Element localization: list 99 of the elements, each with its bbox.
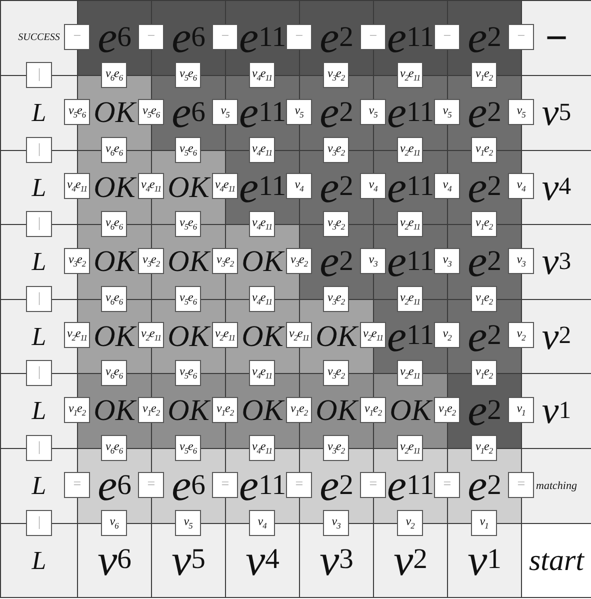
value-box: v$_{1}$e$_{2}$ — [360, 397, 386, 423]
value-box: = — [434, 472, 460, 498]
value-box: v$_{5}$e$_{6}$ — [175, 360, 201, 386]
value-box: | — [26, 360, 52, 386]
value-box: v$_{2}$e$_{11}$ — [212, 322, 238, 348]
value-box: − — [434, 24, 460, 50]
value-box: − — [508, 24, 534, 50]
value-box: v$_{2}$ — [434, 322, 460, 348]
value-box: v$_{3}$e$_{2}$ — [64, 248, 90, 274]
value-box: v$_{2}$e$_{11}$ — [397, 286, 423, 312]
value-box: v$_{1}$e$_{2}$ — [138, 397, 164, 423]
value-box: v$_{1}$e$_{2}$ — [286, 397, 312, 423]
value-box: v$_{1}$e$_{2}$ — [471, 62, 497, 88]
value-box: v$_{2}$e$_{11}$ — [360, 322, 386, 348]
value-box: | — [26, 510, 52, 536]
value-box: v$_{3}$e$_{2}$ — [323, 211, 349, 237]
value-box: − — [286, 24, 312, 50]
value-box: v$_{5}$ — [360, 99, 386, 125]
value-box: v$_{3}$e$_{2}$ — [323, 286, 349, 312]
value-box: v$_{4}$e$_{11}$ — [249, 211, 275, 237]
value-box: | — [26, 62, 52, 88]
value-box: v$_{2}$e$_{11}$ — [286, 322, 312, 348]
value-box: v$_{3}$e$_{2}$ — [138, 248, 164, 274]
value-box: v$_{2}$e$_{11}$ — [64, 322, 90, 348]
value-box: v$_{3}$ — [434, 248, 460, 274]
value-box: v$_{1}$ — [471, 510, 497, 536]
value-box: v$_{2}$ — [397, 510, 423, 536]
value-box: v$_{2}$e$_{11}$ — [397, 211, 423, 237]
value-box: − — [64, 24, 90, 50]
value-box: v$_{5}$e$_{6}$ — [175, 286, 201, 312]
value-box: | — [26, 286, 52, 312]
value-box: = — [64, 472, 90, 498]
value-box: v$_{4}$e$_{11}$ — [138, 173, 164, 199]
value-box: v$_{1}$e$_{2}$ — [212, 397, 238, 423]
value-box: v$_{4}$e$_{11}$ — [249, 360, 275, 386]
value-box: v$_{4}$e$_{11}$ — [249, 137, 275, 163]
row-label: L — [0, 523, 78, 598]
value-box: v$_{1}$e$_{2}$ — [471, 360, 497, 386]
value-box: v$_{4}$ — [249, 510, 275, 536]
value-box: = — [508, 472, 534, 498]
value-box: v$_{3}$e$_{2}$ — [286, 248, 312, 274]
value-box: v$_{4}$ — [434, 173, 460, 199]
value-box: − — [212, 24, 238, 50]
value-box: − — [138, 24, 164, 50]
value-box: v$_{6}$e$_{6}$ — [101, 137, 127, 163]
value-box: | — [26, 137, 52, 163]
value-box: v$_{6}$e$_{6}$ — [101, 360, 127, 386]
value-box: v$_{6}$e$_{6}$ — [101, 62, 127, 88]
value-box: v$_{3}$ — [323, 510, 349, 536]
value-box: v$_{5}$ — [286, 99, 312, 125]
value-box: v$_{2}$e$_{11}$ — [397, 137, 423, 163]
value-box: v$_{4}$e$_{11}$ — [64, 173, 90, 199]
value-box: | — [26, 211, 52, 237]
value-box: v$_{5}$ — [175, 510, 201, 536]
value-box: v$_{2}$e$_{11}$ — [397, 360, 423, 386]
value-box: v$_{5}$e$_{6}$ — [175, 137, 201, 163]
value-box: v$_{3}$ — [508, 248, 534, 274]
value-box: v$_{3}$e$_{2}$ — [323, 360, 349, 386]
value-box: = — [138, 472, 164, 498]
value-box: v$_{5}$e$_{6}$ — [138, 99, 164, 125]
value-box: v$_{5}$ — [508, 99, 534, 125]
value-box: v$_{1}$e$_{2}$ — [471, 286, 497, 312]
value-box: v$_{5}$e$_{6}$ — [175, 211, 201, 237]
value-box: v$_{1}$e$_{2}$ — [471, 211, 497, 237]
value-box: v$_{5}$e$_{6}$ — [64, 99, 90, 125]
value-box: v$_{4}$ — [360, 173, 386, 199]
value-box: v$_{2}$e$_{11}$ — [138, 322, 164, 348]
value-box: | — [26, 435, 52, 461]
value-box: v$_{1}$e$_{2}$ — [471, 435, 497, 461]
value-box: v$_{4}$ — [508, 173, 534, 199]
value-box: v$_{1}$ — [508, 397, 534, 423]
value-box: v$_{3}$e$_{2}$ — [323, 137, 349, 163]
value-box: v$_{4}$e$_{11}$ — [249, 435, 275, 461]
value-box: v$_{2}$ — [508, 322, 534, 348]
value-box: v$_{6}$e$_{6}$ — [101, 211, 127, 237]
value-box: v$_{3}$ — [360, 248, 386, 274]
value-box: v$_{3}$e$_{2}$ — [323, 435, 349, 461]
value-box: v$_{4}$e$_{11}$ — [212, 173, 238, 199]
value-box: v$_{5}$ — [434, 99, 460, 125]
value-box: v$_{4}$e$_{11}$ — [249, 286, 275, 312]
value-box: v$_{5}$ — [212, 99, 238, 125]
value-box: v$_{5}$e$_{6}$ — [175, 62, 201, 88]
value-box: v$_{4}$e$_{11}$ — [249, 62, 275, 88]
value-box: v$_{3}$e$_{2}$ — [323, 62, 349, 88]
value-box: v$_{2}$e$_{11}$ — [397, 62, 423, 88]
value-box: v$_{5}$e$_{6}$ — [175, 435, 201, 461]
value-box: = — [360, 472, 386, 498]
value-box: = — [286, 472, 312, 498]
value-box: − — [360, 24, 386, 50]
value-box: = — [212, 472, 238, 498]
value-box: v$_{1}$e$_{2}$ — [471, 137, 497, 163]
value-box: v$_{6}$e$_{6}$ — [101, 286, 127, 312]
value-box: v$_{1}$e$_{2}$ — [64, 397, 90, 423]
value-box: v$_{3}$e$_{2}$ — [212, 248, 238, 274]
value-box: v$_{2}$e$_{11}$ — [397, 435, 423, 461]
value-box: v$_{6}$ — [101, 510, 127, 536]
value-box: v$_{4}$ — [286, 173, 312, 199]
value-box: v$_{1}$e$_{2}$ — [434, 397, 460, 423]
value-box: v$_{6}$e$_{6}$ — [101, 435, 127, 461]
